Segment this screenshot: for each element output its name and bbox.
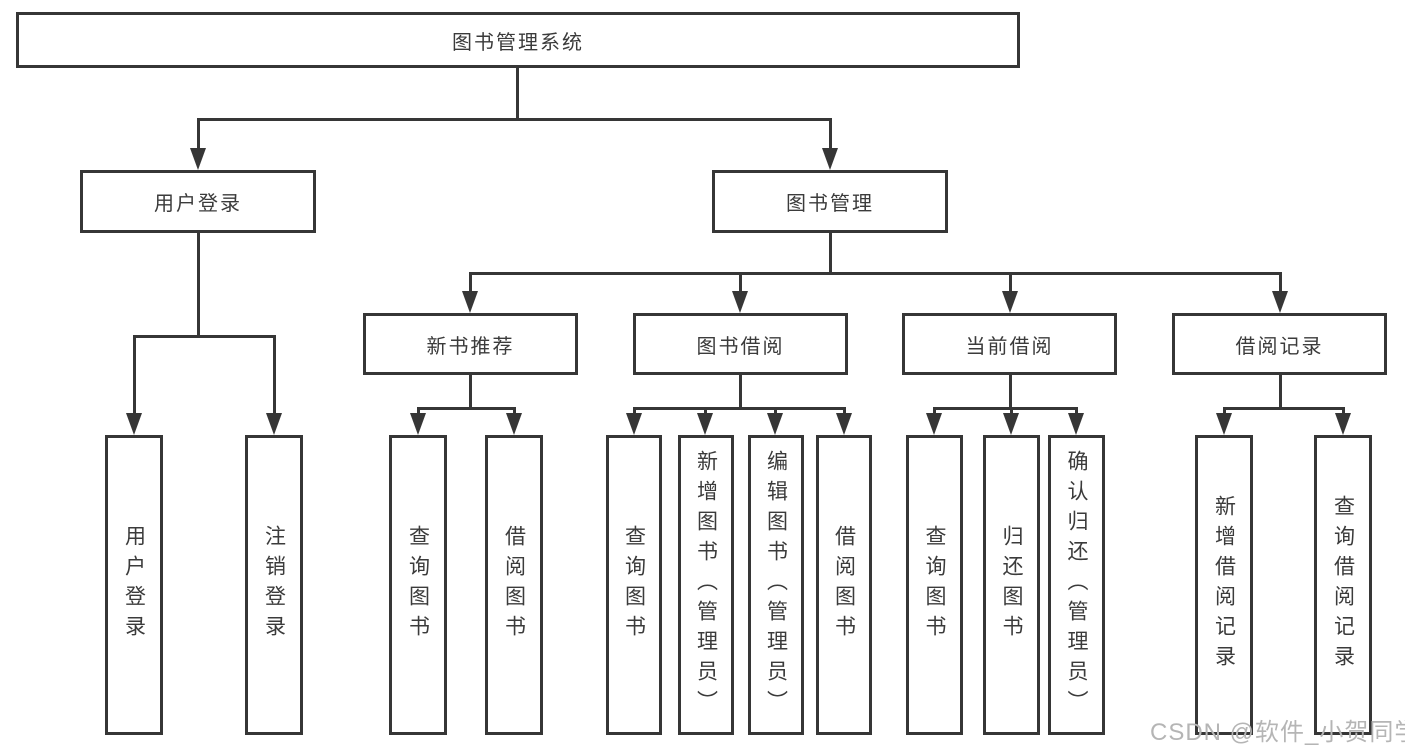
node-label: 用户登录	[154, 193, 242, 215]
edge-drop-leaf	[704, 407, 707, 416]
node-label: 查询借阅记录	[1331, 495, 1355, 675]
node-label: 借阅记录	[1235, 335, 1324, 358]
node-label: 注销登录	[262, 525, 286, 645]
edge-drop-current-borrow	[1009, 272, 1012, 294]
edge-drop-book-borrow	[739, 272, 742, 294]
csdn-watermark: CSDN @软件_小贺同学	[1150, 719, 1405, 746]
leaf-query-books-current: 查询图书	[906, 435, 963, 735]
arrow-down-icon	[626, 413, 642, 435]
leaf-add-books-admin: 新增图书（管理员）	[678, 435, 734, 735]
edge-drop-new-book	[469, 272, 472, 294]
node-label: 用户登录	[122, 525, 146, 645]
arrow-down-icon	[926, 413, 942, 435]
edge-drop-leaf	[1223, 407, 1226, 416]
edge-mgmt-rail	[469, 272, 1282, 275]
arrow-down-icon	[732, 291, 748, 313]
edge-login-rail	[133, 335, 276, 338]
arrow-down-icon	[1002, 291, 1018, 313]
edge-drop-leaf	[1075, 407, 1078, 416]
node-user-login: 用户登录	[80, 170, 316, 233]
arrow-down-icon	[462, 291, 478, 313]
node-label: 借阅图书	[502, 525, 526, 645]
node-label: 图书管理系统	[452, 31, 584, 54]
edge-root-rail	[197, 118, 832, 121]
node-label: 编辑图书（管理员）	[764, 450, 788, 720]
node-book-management: 图书管理	[712, 170, 948, 233]
arrow-down-icon	[1272, 291, 1288, 313]
node-label: 图书借阅	[696, 335, 785, 358]
node-label: 查询图书	[406, 525, 430, 645]
node-current-borrow: 当前借阅	[902, 313, 1117, 375]
edge-drop-borrow-records	[1279, 272, 1282, 294]
node-label: 确认归还（管理员）	[1065, 450, 1088, 720]
node-label: 新增借阅记录	[1212, 495, 1236, 675]
node-book-borrow: 图书借阅	[633, 313, 848, 375]
edge-borrow-stem	[739, 375, 742, 407]
arrow-down-icon	[506, 413, 522, 435]
edge-drop-leaf	[273, 335, 276, 416]
edge-records-stem	[1279, 375, 1282, 407]
node-root: 图书管理系统	[16, 12, 1020, 68]
leaf-query-books-recommend: 查询图书	[389, 435, 447, 735]
leaf-add-borrow-record: 新增借阅记录	[1195, 435, 1253, 735]
node-borrow-records: 借阅记录	[1172, 313, 1387, 375]
edge-drop-leaf	[633, 407, 636, 416]
leaf-query-books-borrow: 查询图书	[606, 435, 662, 735]
edge-drop-leaf	[133, 335, 136, 416]
edge-drop-leaf	[513, 407, 516, 416]
edge-records-rail	[1223, 407, 1345, 410]
node-label: 查询图书	[622, 525, 646, 645]
arrow-down-icon	[697, 413, 713, 435]
node-label: 归还图书	[1000, 525, 1023, 645]
arrow-down-icon	[126, 413, 142, 435]
edge-newbook-rail	[417, 407, 516, 410]
node-label: 查询图书	[923, 525, 946, 645]
edge-drop-user-login	[197, 118, 200, 151]
edge-drop-leaf	[774, 407, 777, 416]
edge-drop-leaf	[843, 407, 846, 416]
edge-drop-book-management	[829, 118, 832, 151]
arrow-down-icon	[822, 148, 838, 170]
leaf-logout: 注销登录	[245, 435, 303, 735]
leaf-query-borrow-record: 查询借阅记录	[1314, 435, 1372, 735]
leaf-borrow-books-recommend: 借阅图书	[485, 435, 543, 735]
leaf-borrow-books: 借阅图书	[816, 435, 872, 735]
edge-mgmt-stem	[829, 233, 832, 272]
edge-drop-leaf	[933, 407, 936, 416]
leaf-confirm-return-admin: 确认归还（管理员）	[1048, 435, 1105, 735]
edge-borrow-rail	[633, 407, 846, 410]
arrow-down-icon	[767, 413, 783, 435]
node-new-book-recommend: 新书推荐	[363, 313, 578, 375]
edge-current-stem	[1009, 375, 1012, 407]
edge-login-stem	[197, 233, 200, 335]
node-label: 借阅图书	[832, 525, 856, 645]
node-label: 新书推荐	[426, 335, 515, 358]
leaf-return-books: 归还图书	[983, 435, 1040, 735]
node-label: 图书管理	[786, 193, 874, 215]
node-label: 新增图书（管理员）	[694, 450, 718, 720]
leaf-user-login: 用户登录	[105, 435, 163, 735]
arrow-down-icon	[190, 148, 206, 170]
edge-root-stem	[516, 68, 519, 118]
node-label: 当前借阅	[965, 335, 1054, 358]
edge-newbook-stem	[469, 375, 472, 407]
arrow-down-icon	[410, 413, 426, 435]
edge-drop-leaf	[1010, 407, 1013, 416]
arrow-down-icon	[1003, 413, 1019, 435]
leaf-edit-books-admin: 编辑图书（管理员）	[748, 435, 804, 735]
arrow-down-icon	[836, 413, 852, 435]
arrow-down-icon	[1068, 413, 1084, 435]
arrow-down-icon	[266, 413, 282, 435]
arrow-down-icon	[1216, 413, 1232, 435]
edge-current-rail	[933, 407, 1078, 410]
edge-drop-leaf	[417, 407, 420, 416]
edge-drop-leaf	[1342, 407, 1345, 416]
arrow-down-icon	[1335, 413, 1351, 435]
